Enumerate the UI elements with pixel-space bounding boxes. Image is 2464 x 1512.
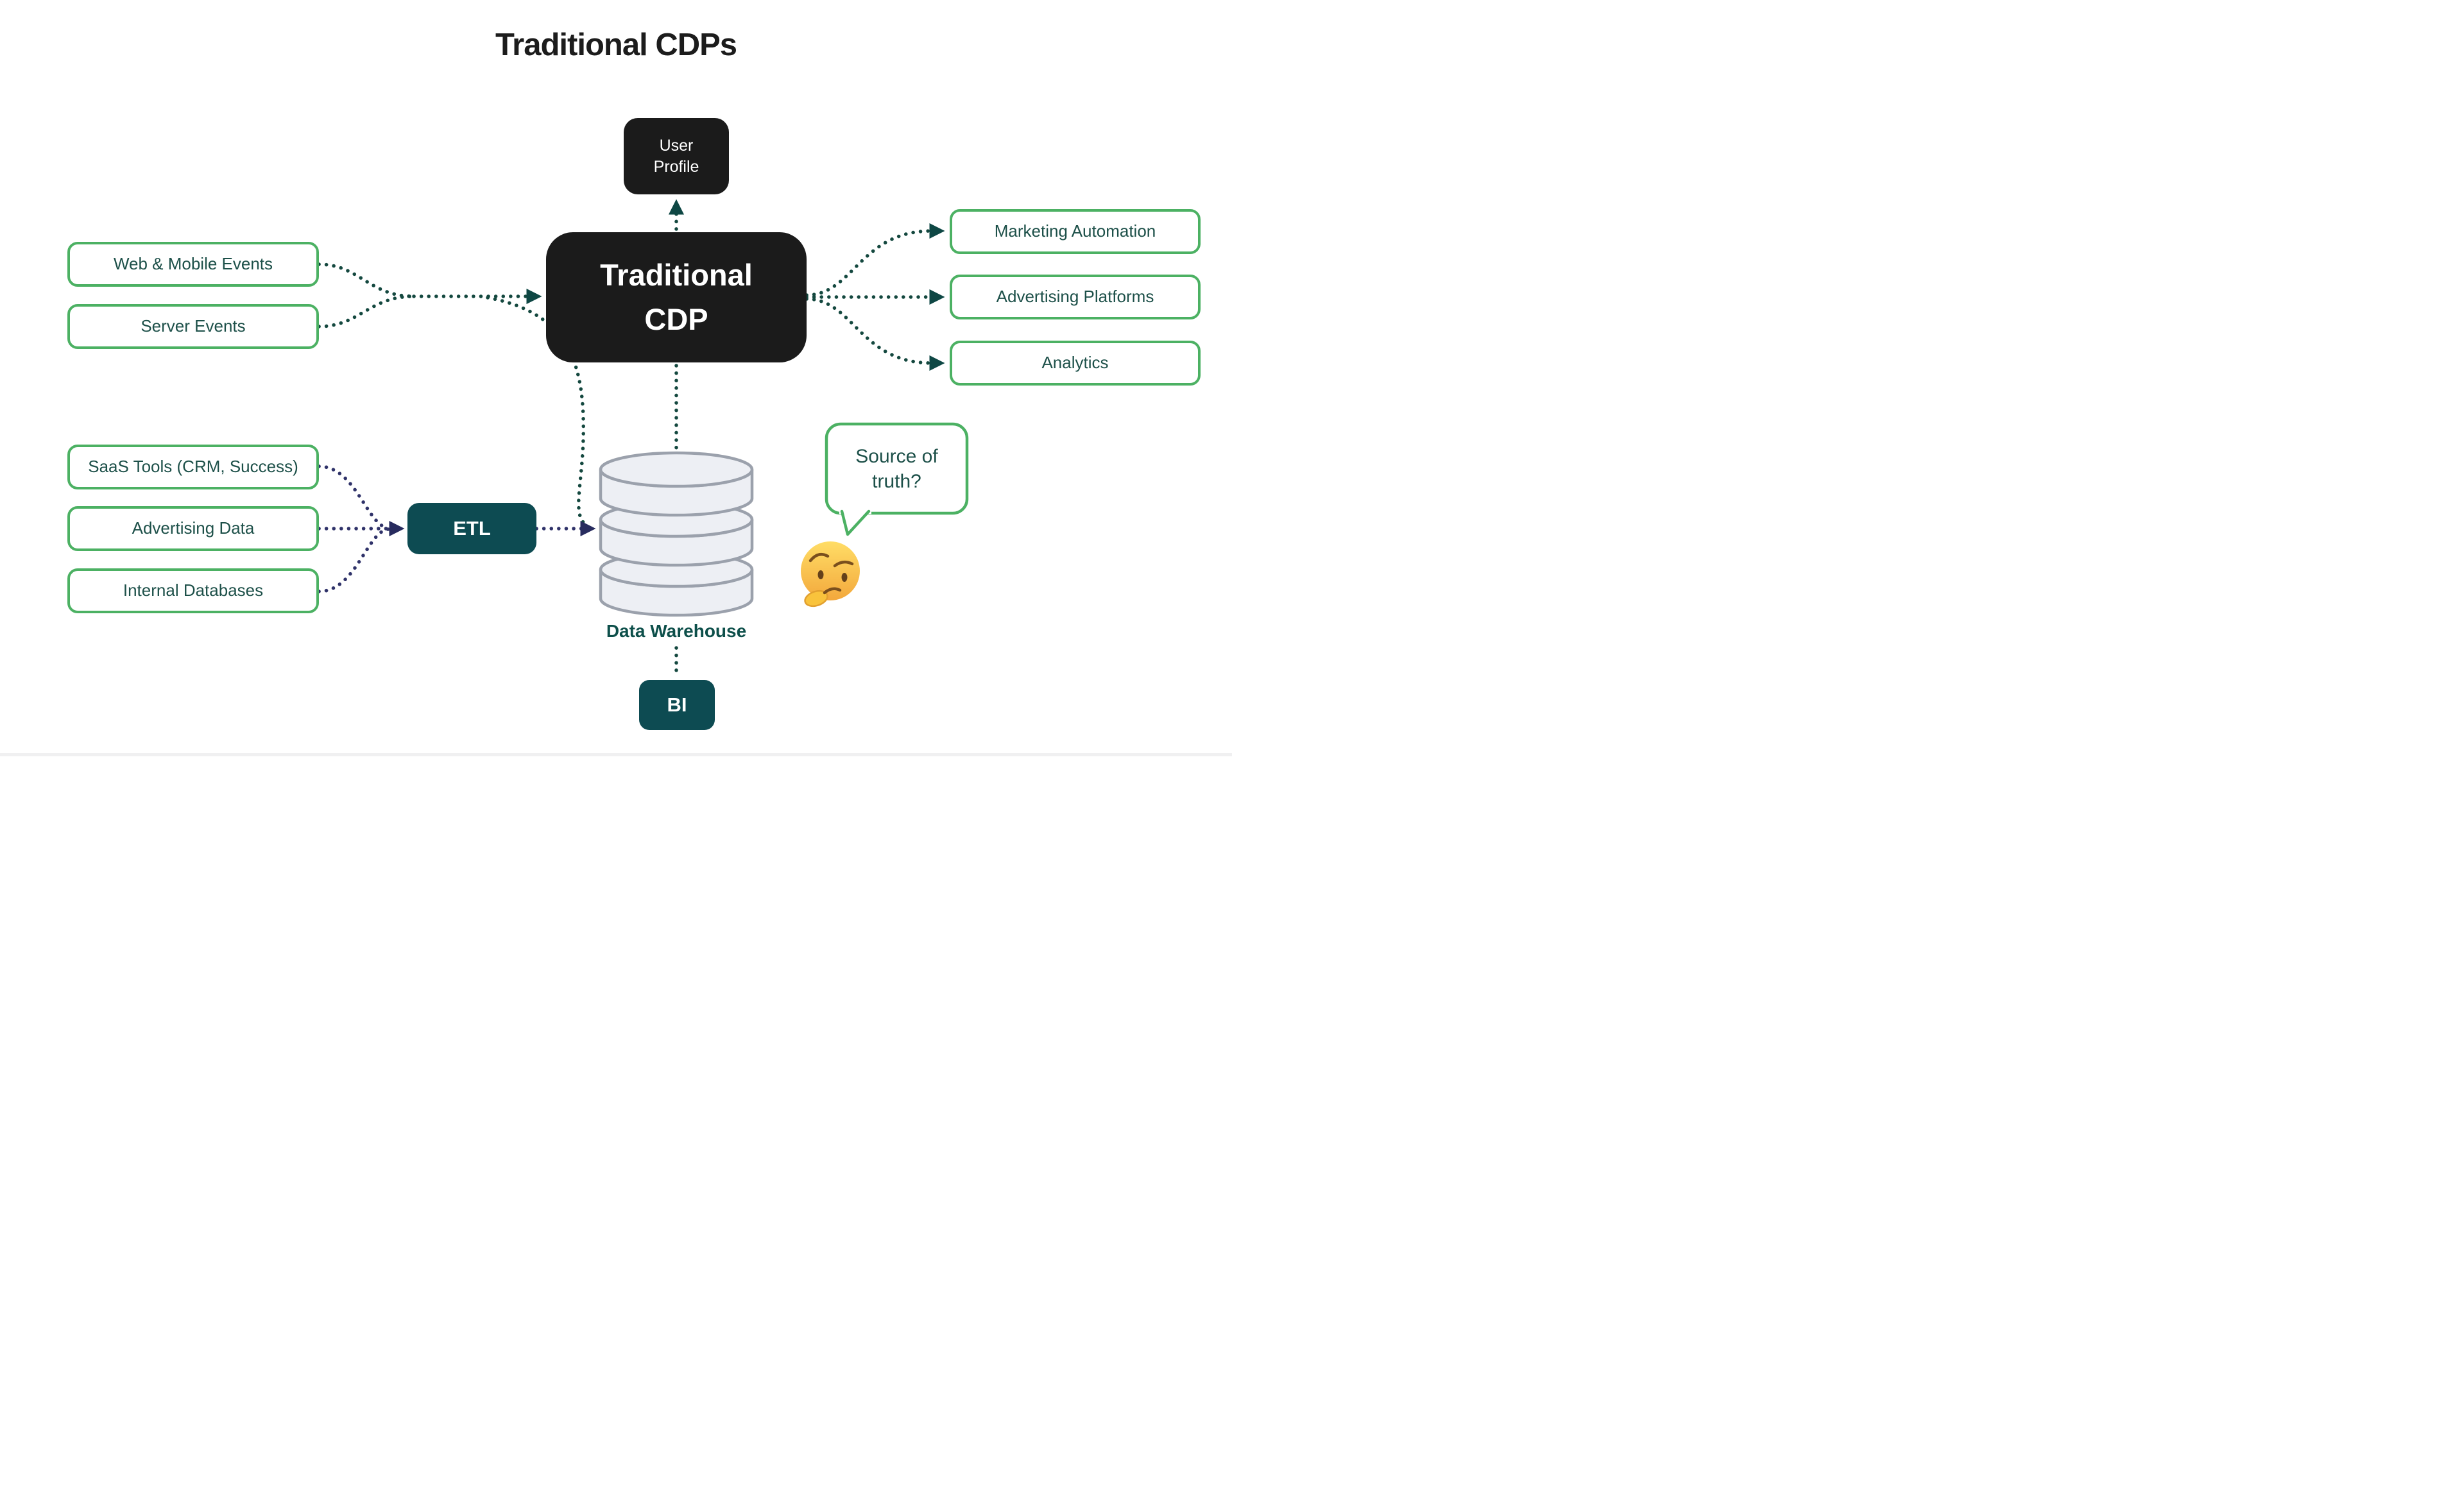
node-saas-tools: SaaS Tools (CRM, Success) [67,445,319,489]
node-traditional-cdp: Traditional CDP [546,232,807,362]
page-title: Traditional CDPs [495,28,737,62]
diagram-canvas: Traditional CDPs User Profile Traditiona… [0,0,1232,756]
connector-internal-databases [317,527,390,593]
node-bi: BI [639,680,715,730]
node-server-events: Server Events [67,304,319,349]
speech-bubble [825,422,969,536]
connector-server-events [317,294,416,328]
node-marketing-automation: Marketing Automation [950,209,1201,254]
connector-saas-tools [317,464,390,530]
data-warehouse-label: Data Warehouse [606,621,747,641]
bottom-strip [0,753,1232,756]
node-web-mobile-events: Web & Mobile Events [67,242,319,287]
cylinder-disk-top [599,451,754,517]
node-etl: ETL [407,503,536,554]
thinking-face-icon [801,541,860,607]
node-advertising-platforms: Advertising Platforms [950,275,1201,319]
node-analytics: Analytics [950,341,1201,386]
connector-cdp-to-marketing-automation [805,223,945,297]
connector-cdp-to-analytics [805,297,945,371]
database-cylinder-icon [599,451,754,617]
speech-bubble-text: Source of truth? [855,445,938,492]
node-advertising-data: Advertising Data [67,506,319,551]
connector-layer [317,199,969,677]
connector-web-events [317,262,416,298]
node-user-profile: User Profile [624,118,729,194]
node-internal-databases: Internal Databases [67,568,319,613]
